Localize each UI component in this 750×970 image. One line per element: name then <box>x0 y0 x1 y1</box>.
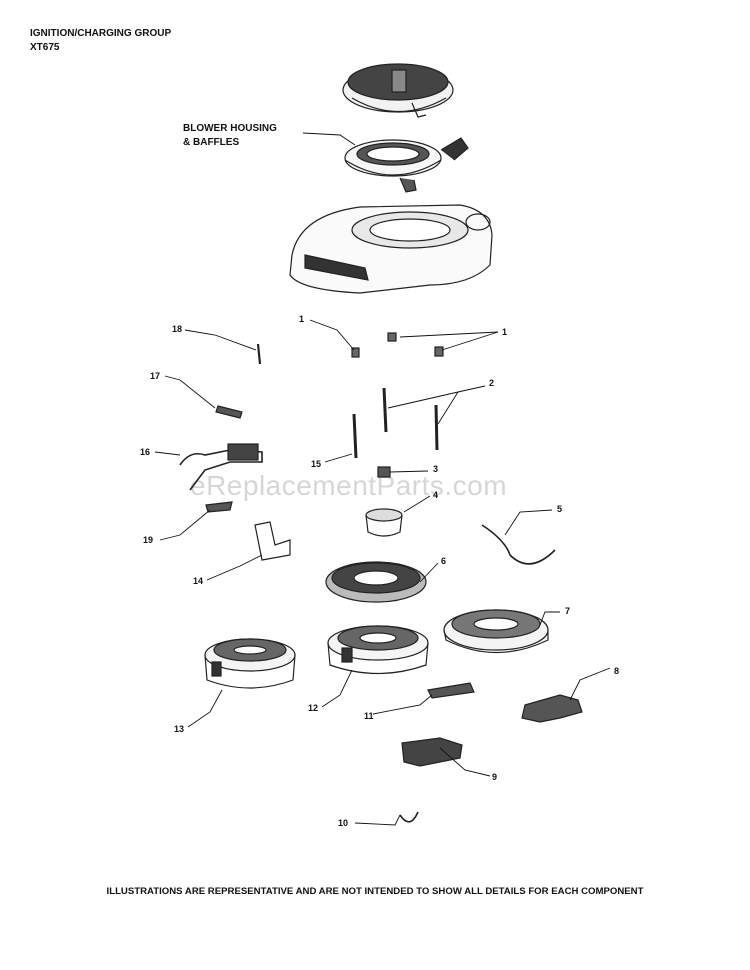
part-9-regulator <box>401 737 463 767</box>
callout-14: 14 <box>193 576 204 586</box>
part-16-coil-body <box>227 443 259 461</box>
diagram-title: IGNITION/CHARGING GROUP <box>30 28 172 39</box>
part-8-bracket <box>521 694 583 723</box>
blower-cover <box>342 63 454 118</box>
part-19-screw <box>205 501 233 513</box>
callout-10: 10 <box>338 818 349 828</box>
leader-lines <box>154 132 611 826</box>
callout-18: 18 <box>172 324 183 334</box>
part-3-nut <box>377 466 391 478</box>
part-13-flywheel <box>204 638 296 689</box>
part-18-screw <box>256 343 262 365</box>
callout-19: 19 <box>143 535 154 545</box>
blower-housing-ring <box>344 137 469 193</box>
callout-8: 8 <box>614 666 620 676</box>
callout-7: 7 <box>565 606 571 616</box>
model-number: XT675 <box>30 42 60 53</box>
callout-5: 5 <box>557 504 563 514</box>
callout-17: 17 <box>150 371 161 381</box>
part-12-flywheel <box>327 625 429 675</box>
callout-6: 6 <box>441 556 447 566</box>
disclaimer-text: ILLUSTRATIONS ARE REPRESENTATIVE AND ARE… <box>106 886 644 897</box>
callout-11: 11 <box>364 711 374 721</box>
part-2-studs <box>352 387 439 459</box>
part-17-plug <box>215 405 243 419</box>
baffle-shroud <box>289 204 493 294</box>
callout-9: 9 <box>492 772 498 782</box>
part-5-wire <box>481 524 556 565</box>
part-14-bracket <box>254 521 291 561</box>
callout-13: 13 <box>174 724 185 734</box>
callout-1b: 1 <box>502 327 508 337</box>
callout-4: 4 <box>433 490 439 500</box>
callout-3: 3 <box>433 464 439 474</box>
callout-15: 15 <box>311 459 322 469</box>
part-6-flywheel-fan <box>325 561 427 603</box>
part-4-sleeve <box>365 508 403 537</box>
part-11-module <box>427 682 475 699</box>
part-1-caps <box>351 332 444 358</box>
blower-housing-label: BLOWER HOUSING <box>183 123 277 134</box>
baffles-label: & BAFFLES <box>183 137 240 148</box>
callout-2: 2 <box>489 378 495 388</box>
part-7-flywheel <box>443 609 549 653</box>
callout-12: 12 <box>308 703 319 713</box>
watermark: eReplacementParts.com <box>190 470 508 501</box>
part-10-wire <box>399 811 419 823</box>
part-16-ignition-coil <box>179 449 263 491</box>
callout-1a: 1 <box>299 314 305 324</box>
callout-16: 16 <box>140 447 151 457</box>
